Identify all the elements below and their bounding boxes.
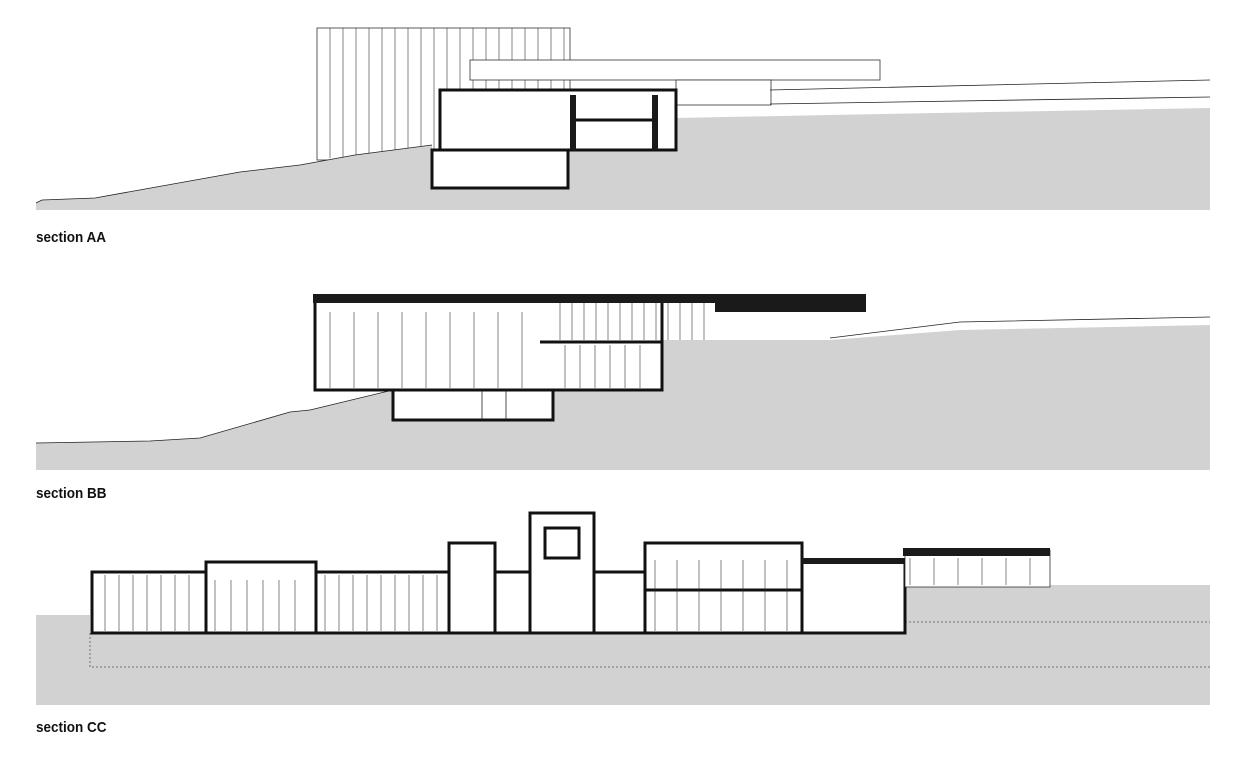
east-roof [903, 548, 1050, 556]
ground-bb [36, 325, 1210, 470]
roof-canopy [469, 59, 881, 81]
facade-lines [329, 303, 705, 388]
ground-aa [36, 108, 1210, 210]
ground-cc [36, 585, 1210, 705]
section-bb-label: section BB [36, 485, 107, 502]
section-cc-label: section CC [36, 719, 107, 736]
section-aa-drawing [35, 27, 1211, 210]
section-cc-drawing [36, 511, 1210, 705]
hatched-screen [675, 79, 772, 106]
east-block [643, 541, 804, 635]
basement-aa [430, 148, 570, 190]
roof-bb [313, 294, 866, 303]
small-tower [447, 541, 497, 635]
facade-lines [104, 558, 1031, 631]
hall-block [204, 560, 318, 635]
connector [800, 558, 907, 635]
section-aa-label: section AA [36, 229, 107, 246]
section-bb-drawing [35, 294, 1211, 470]
basement-bb [391, 388, 555, 422]
